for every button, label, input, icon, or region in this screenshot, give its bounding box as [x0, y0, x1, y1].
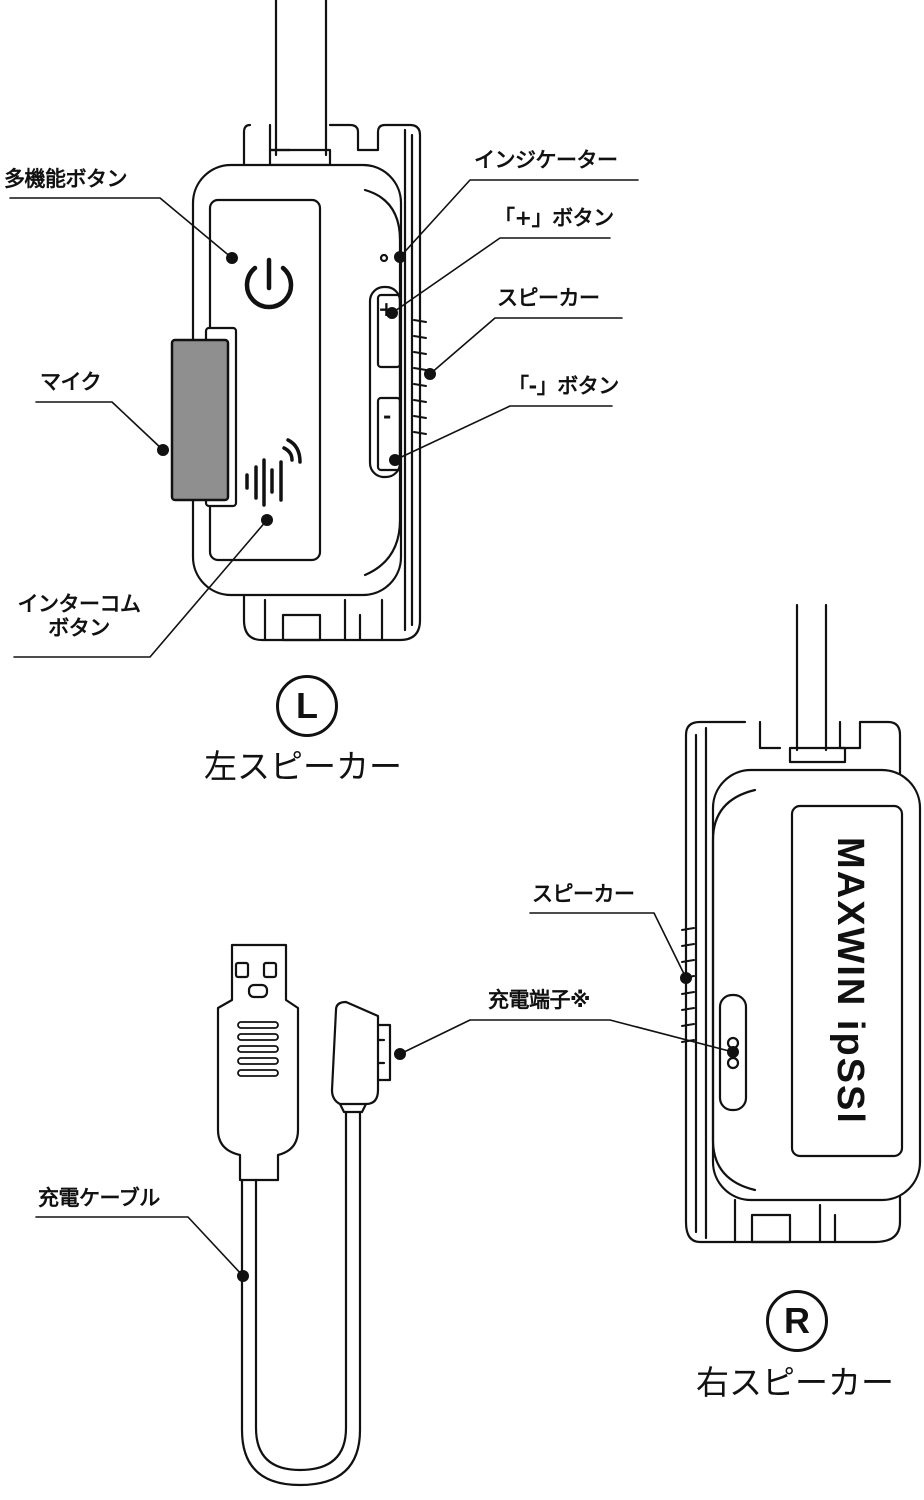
- left-cable-wire: [274, 0, 328, 157]
- minus-button-shape[interactable]: [376, 396, 402, 472]
- indicator-led: [379, 253, 389, 263]
- right-speaker-grille: [681, 927, 695, 1043]
- magnetic-connector: [330, 1000, 380, 1106]
- usb-a-plug: [216, 943, 300, 1182]
- label-multi-button: 多機能ボタン: [4, 167, 128, 191]
- right-body: [711, 768, 922, 1202]
- charge-port-slot: [718, 993, 748, 1112]
- badge-left: L: [276, 675, 338, 737]
- power-icon: [244, 257, 294, 310]
- label-plus-button: 「+」ボタン: [494, 206, 614, 230]
- label-indicator: インジケーター: [474, 148, 618, 172]
- intercom-icon: [245, 438, 302, 507]
- label-intercom-line2: ボタン: [48, 616, 110, 641]
- left-leader-lines: [9, 179, 639, 658]
- label-intercom-line1: インターコム: [17, 592, 142, 616]
- left-button-housing: [368, 285, 402, 479]
- badge-right: R: [766, 1290, 828, 1352]
- right-clip-plate: [684, 720, 902, 1244]
- label-speaker-right: スピーカー: [532, 882, 635, 906]
- label-speaker-left: スピーカー: [497, 286, 600, 310]
- label-mic: マイク: [40, 370, 102, 394]
- plus-button-shape[interactable]: [376, 293, 402, 369]
- right-front-panel: [790, 804, 904, 1158]
- left-leader-dots: [157, 251, 436, 526]
- right-leader-lines: [35, 912, 734, 1277]
- plus-glyph: +: [378, 297, 395, 321]
- right-leader-dots: [237, 972, 739, 1282]
- mic-block: [170, 338, 230, 502]
- label-charge-port: 充電端子※: [488, 988, 590, 1012]
- brand-logo: MAXWIN ipSSl: [829, 837, 871, 1125]
- label-minus-button: 「-」ボタン: [508, 374, 619, 398]
- caption-left-speaker: 左スピーカー: [204, 747, 402, 786]
- charging-cable: [216, 943, 392, 1487]
- right-cable-wire: [795, 603, 828, 752]
- caption-right-speaker: 右スピーカー: [696, 1363, 894, 1402]
- minus-glyph: -: [383, 404, 391, 428]
- label-intercom-button: インターコム ボタン: [6, 592, 152, 640]
- right-speaker-unit: [681, 603, 922, 1244]
- left-speaker-grille: [413, 319, 427, 435]
- left-speaker-unit: [170, 0, 427, 642]
- label-charge-cable: 充電ケーブル: [38, 1186, 160, 1210]
